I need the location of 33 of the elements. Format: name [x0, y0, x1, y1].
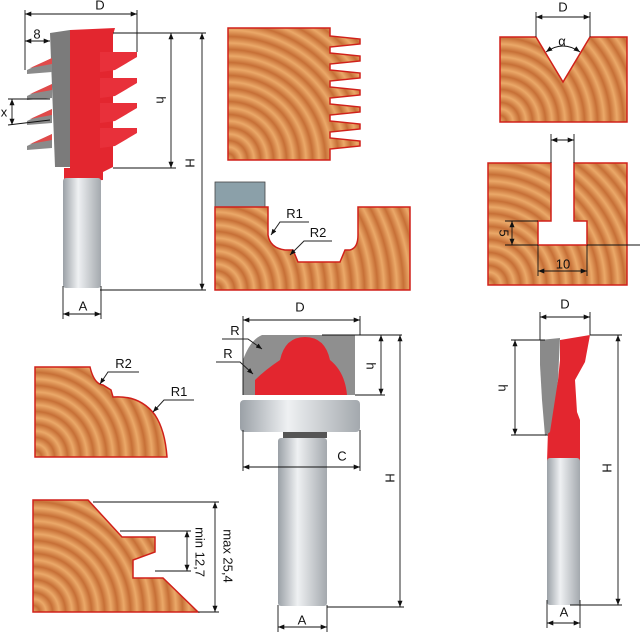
- dimension-label: A: [560, 604, 568, 620]
- dimension-label: H: [600, 463, 614, 473]
- leader-line: [270, 222, 310, 236]
- radius-label: R1: [170, 384, 188, 399]
- dimension-label: 10: [556, 256, 570, 272]
- dimension-label: α: [558, 34, 566, 48]
- radius-label: R2: [310, 225, 326, 240]
- dimension-label: H: [382, 473, 398, 483]
- dimension-label: D: [295, 300, 305, 314]
- dimension-label: 8: [33, 26, 41, 42]
- dimension-label: h: [364, 362, 378, 370]
- dimension-label: D: [95, 0, 105, 12]
- dimension-label: D: [558, 0, 568, 14]
- dimension-label: A: [298, 612, 306, 628]
- dimension-label: h: [496, 384, 510, 392]
- leader-line: [216, 362, 254, 374]
- dimension-label: D: [560, 296, 570, 312]
- leader-line: [152, 400, 194, 412]
- leader-line: [222, 338, 262, 350]
- radius-label: R1: [286, 206, 303, 221]
- dimension-label: H: [182, 158, 198, 168]
- leader-line: [290, 240, 332, 256]
- dimension-label: A: [78, 298, 88, 314]
- dimension-label: h: [154, 96, 168, 104]
- dimension-label: min 12,7: [192, 527, 208, 577]
- radius-label: R: [230, 323, 240, 338]
- radius-label: R: [223, 346, 233, 361]
- dimension-label: C: [337, 448, 347, 464]
- radius-label: R2: [115, 356, 132, 371]
- leader-line: [100, 372, 140, 384]
- dimension-label: max 25,4: [220, 529, 236, 583]
- dimension-label: x: [0, 104, 8, 120]
- dimension-label: 5: [496, 229, 512, 237]
